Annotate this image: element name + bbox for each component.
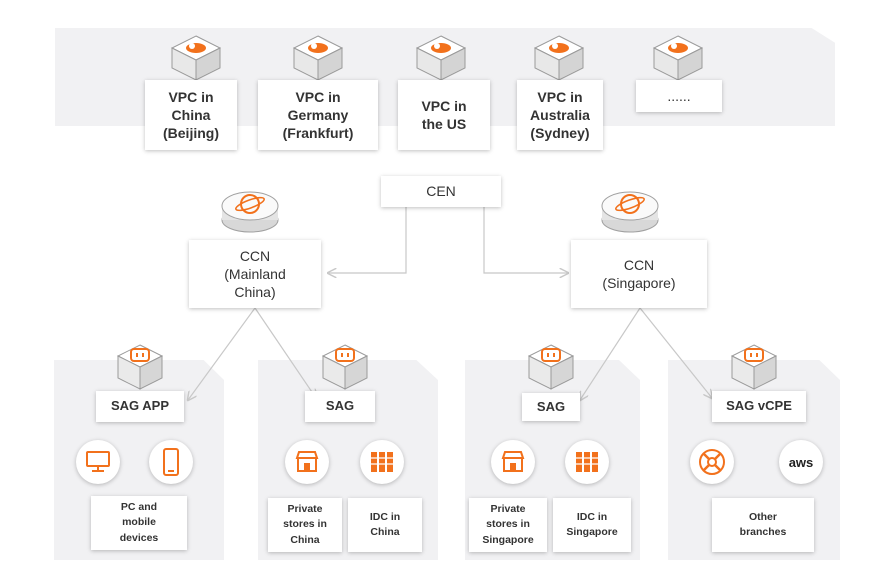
sag-device-icon bbox=[730, 344, 778, 390]
pc-monitor-icon bbox=[76, 440, 120, 484]
vpc-germany-box: VPC in Germany (Frankfurt) bbox=[258, 80, 378, 150]
store-singapore-icon bbox=[491, 440, 535, 484]
cloud-vendor-icon bbox=[690, 440, 734, 484]
sag-vcpe-box: SAG vCPE bbox=[712, 391, 806, 422]
store-china-icon bbox=[285, 440, 329, 484]
vpc-label: VPC in Germany (Frankfurt) bbox=[282, 88, 354, 142]
sag-app-box: SAG APP bbox=[96, 391, 184, 422]
vpc-cube-icon bbox=[415, 35, 467, 81]
ccn-globe-icon bbox=[221, 191, 279, 233]
mobile-phone-icon bbox=[149, 440, 193, 484]
sag-label: SAG vCPE bbox=[726, 398, 792, 414]
sag-device-icon bbox=[116, 344, 164, 390]
ccn-right-to-sag-vcpe-arrow bbox=[639, 307, 712, 398]
private-stores-china-box: Private stores in China bbox=[268, 498, 342, 552]
leaf-label: PC and mobile devices bbox=[119, 501, 159, 544]
cen-to-ccn-left-arrow bbox=[328, 207, 407, 273]
vpc-label: VPC in China (Beijing) bbox=[163, 88, 219, 142]
ccn-left-to-sag-china-arrow bbox=[254, 307, 316, 398]
ccn-globe-icon bbox=[601, 191, 659, 233]
cen-to-ccn-right-arrow bbox=[483, 207, 568, 273]
vpc-label: ...... bbox=[667, 87, 691, 104]
vpc-cube-icon bbox=[292, 35, 344, 81]
other-branches-box: Other branches bbox=[712, 498, 814, 552]
pc-mobile-devices-box: PC and mobile devices bbox=[91, 496, 187, 550]
vpc-china-box: VPC in China (Beijing) bbox=[145, 80, 237, 150]
sag-device-icon bbox=[321, 344, 369, 390]
aws-icon: aws bbox=[779, 440, 823, 484]
vpc-more-box: ...... bbox=[636, 80, 722, 112]
ccn-left-to-sag-app-arrow bbox=[188, 307, 256, 400]
vpc-label: VPC in Australia (Sydney) bbox=[530, 88, 590, 142]
leaf-label: Private stores in Singapore bbox=[482, 503, 534, 546]
vpc-cube-icon bbox=[533, 35, 585, 81]
ccn-mainland-china-box: CCN (Mainland China) bbox=[189, 240, 321, 308]
leaf-label: IDC in China bbox=[369, 510, 401, 538]
cen-label: CEN bbox=[426, 183, 456, 200]
sag-device-icon bbox=[527, 344, 575, 390]
idc-singapore-icon bbox=[565, 440, 609, 484]
vpc-cube-icon bbox=[170, 35, 222, 81]
vpc-us-box: VPC in the US bbox=[398, 80, 490, 150]
idc-china-box: IDC in China bbox=[348, 498, 422, 552]
leaf-label: Other branches bbox=[739, 510, 787, 538]
leaf-label: IDC in Singapore bbox=[566, 510, 618, 538]
idc-singapore-box: IDC in Singapore bbox=[553, 498, 631, 552]
cen-box: CEN bbox=[381, 176, 501, 207]
sag-label: SAG APP bbox=[110, 398, 170, 414]
idc-china-icon bbox=[360, 440, 404, 484]
ccn-right-to-sag-singapore-arrow bbox=[580, 307, 641, 400]
sag-label: SAG bbox=[536, 398, 566, 414]
ccn-singapore-box: CCN (Singapore) bbox=[571, 240, 707, 308]
aws-text: aws bbox=[788, 454, 814, 470]
leaf-label: Private stores in China bbox=[283, 503, 327, 546]
vpc-label: VPC in the US bbox=[421, 97, 467, 132]
sag-singapore-box: SAG bbox=[522, 393, 580, 421]
private-stores-singapore-box: Private stores in Singapore bbox=[469, 498, 547, 552]
ccn-label: CCN (Mainland China) bbox=[224, 247, 286, 301]
vpc-australia-box: VPC in Australia (Sydney) bbox=[517, 80, 603, 150]
ccn-label: CCN (Singapore) bbox=[602, 256, 676, 291]
sag-china-box: SAG bbox=[305, 391, 375, 422]
vpc-cube-icon bbox=[652, 35, 704, 81]
sag-label: SAG bbox=[325, 398, 355, 414]
